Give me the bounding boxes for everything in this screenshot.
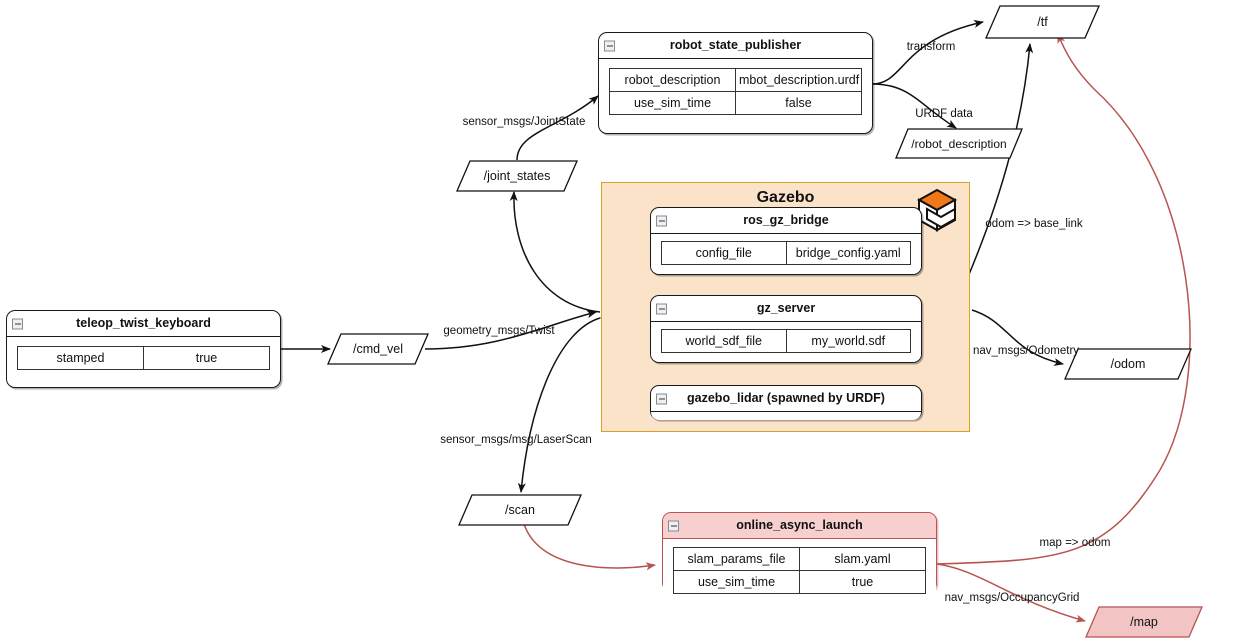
collapse-icon[interactable] xyxy=(604,40,615,51)
edge-scan-to-slam xyxy=(523,523,656,571)
param-table: robot_description mbot_description.urdf … xyxy=(609,68,862,115)
node-body xyxy=(651,412,921,420)
edge-label-odometry: nav_msgs/Odometry xyxy=(972,345,1080,357)
topic-map[interactable]: /map xyxy=(1085,606,1203,638)
node-body: slam_params_file slam.yaml use_sim_time … xyxy=(663,539,936,604)
node-title: gz_server xyxy=(756,301,816,315)
param-key: slam_params_file xyxy=(673,547,800,571)
edge-joint-states-to-rsp xyxy=(516,95,599,161)
collapse-icon[interactable] xyxy=(12,318,23,329)
topic-cmd-vel[interactable]: /cmd_vel xyxy=(327,333,429,365)
edge-rsp-to-tf xyxy=(871,20,984,85)
table-row: use_sim_time true xyxy=(673,570,926,594)
topic-label: /odom xyxy=(1110,357,1146,371)
param-table: config_file bridge_config.yaml xyxy=(661,241,911,265)
param-value: mbot_description.urdf xyxy=(735,68,862,92)
topic-label: /robot_description xyxy=(911,136,1007,151)
collapse-icon[interactable] xyxy=(656,393,667,404)
param-key: use_sim_time xyxy=(609,91,736,115)
param-table: world_sdf_file my_world.sdf xyxy=(661,329,911,353)
table-row: config_file bridge_config.yaml xyxy=(661,241,911,265)
edge-label-joint-state: sensor_msgs/JointState xyxy=(462,116,586,128)
edge-label-urdf-data: URDF data xyxy=(915,108,973,120)
node-title: online_async_launch xyxy=(736,518,863,532)
node-header: ros_gz_bridge xyxy=(651,208,921,234)
node-body: world_sdf_file my_world.sdf xyxy=(651,322,921,362)
param-key: world_sdf_file xyxy=(661,329,787,353)
param-value: true xyxy=(799,570,926,594)
parallelogram-shape xyxy=(985,5,1100,39)
param-table: slam_params_file slam.yaml use_sim_time … xyxy=(673,547,926,594)
param-value: slam.yaml xyxy=(799,547,926,571)
edge-label-odom-base-link: odom => base_link xyxy=(985,218,1083,230)
node-header: robot_state_publisher xyxy=(599,33,872,59)
edge-label-map-odom: map => odom xyxy=(1039,537,1111,549)
edge-slam-to-tf xyxy=(936,33,1191,565)
topic-tf[interactable]: /tf xyxy=(985,5,1100,39)
param-key: robot_description xyxy=(609,68,736,92)
gazebo-group-title: Gazebo xyxy=(756,189,815,206)
node-gazebo-lidar[interactable]: gazebo_lidar (spawned by URDF) xyxy=(650,385,922,420)
parallelogram-shape xyxy=(458,494,582,526)
node-gz-server[interactable]: gz_server world_sdf_file my_world.sdf xyxy=(650,295,922,363)
table-row: slam_params_file slam.yaml xyxy=(673,547,926,571)
topic-odom[interactable]: /odom xyxy=(1064,348,1192,380)
parallelogram-shape xyxy=(456,160,578,192)
topic-robot-description[interactable]: /robot_description xyxy=(895,128,1023,159)
edge-bridge-to-joint-states xyxy=(509,191,601,313)
table-row: stamped true xyxy=(17,346,270,370)
topic-label: /scan xyxy=(505,503,535,517)
parallelogram-shape xyxy=(895,128,1023,159)
param-key: use_sim_time xyxy=(673,570,800,594)
node-ros-gz-bridge[interactable]: ros_gz_bridge config_file bridge_config.… xyxy=(650,207,922,275)
topic-label: /joint_states xyxy=(483,169,551,183)
node-header: gz_server xyxy=(651,296,921,322)
gazebo-logo-icon xyxy=(916,188,958,232)
node-body: stamped true xyxy=(7,337,280,381)
node-robot-state-publisher[interactable]: robot_state_publisher robot_description … xyxy=(598,32,873,134)
table-row: use_sim_time false xyxy=(609,91,862,115)
node-title: ros_gz_bridge xyxy=(743,213,829,227)
table-row: robot_description mbot_description.urdf xyxy=(609,68,862,92)
parallelogram-shape xyxy=(327,333,429,365)
edge-rsp-to-robot-description xyxy=(871,83,957,129)
node-title: gazebo_lidar (spawned by URDF) xyxy=(687,391,885,405)
topic-label: /tf xyxy=(1037,15,1048,29)
collapse-icon[interactable] xyxy=(656,303,667,314)
edge-label-twist: geometry_msgs/Twist xyxy=(443,325,555,337)
parallelogram-shape xyxy=(1085,606,1203,638)
node-body: robot_description mbot_description.urdf … xyxy=(599,59,872,126)
topic-label: /cmd_vel xyxy=(352,342,404,356)
node-body: config_file bridge_config.yaml xyxy=(651,234,921,274)
param-value: bridge_config.yaml xyxy=(785,241,911,265)
param-table: stamped true xyxy=(17,346,270,370)
node-header: online_async_launch xyxy=(663,513,936,539)
param-value: true xyxy=(143,346,270,370)
node-online-async-launch[interactable]: online_async_launch slam_params_file sla… xyxy=(662,512,937,604)
param-key: config_file xyxy=(661,241,787,265)
parallelogram-shape xyxy=(1064,348,1192,380)
collapse-icon[interactable] xyxy=(656,215,667,226)
node-header: gazebo_lidar (spawned by URDF) xyxy=(651,386,921,412)
edge-label-laserscan: sensor_msgs/msg/LaserScan xyxy=(440,434,592,446)
node-title: teleop_twist_keyboard xyxy=(76,316,211,330)
node-title: robot_state_publisher xyxy=(669,38,802,52)
topic-label: /map xyxy=(1130,615,1158,629)
table-row: world_sdf_file my_world.sdf xyxy=(661,329,911,353)
edge-bridge-to-scan xyxy=(517,317,601,493)
edge-label-transform: transform xyxy=(906,41,956,53)
node-header: teleop_twist_keyboard xyxy=(7,311,280,337)
param-value: false xyxy=(735,91,862,115)
param-key: stamped xyxy=(17,346,144,370)
collapse-icon[interactable] xyxy=(668,520,679,531)
topic-scan[interactable]: /scan xyxy=(458,494,582,526)
node-teleop-twist-keyboard[interactable]: teleop_twist_keyboard stamped true xyxy=(6,310,281,388)
topic-joint-states[interactable]: /joint_states xyxy=(456,160,578,192)
param-value: my_world.sdf xyxy=(785,329,911,353)
edge-label-occupancygrid: nav_msgs/OccupancyGrid xyxy=(944,592,1080,604)
